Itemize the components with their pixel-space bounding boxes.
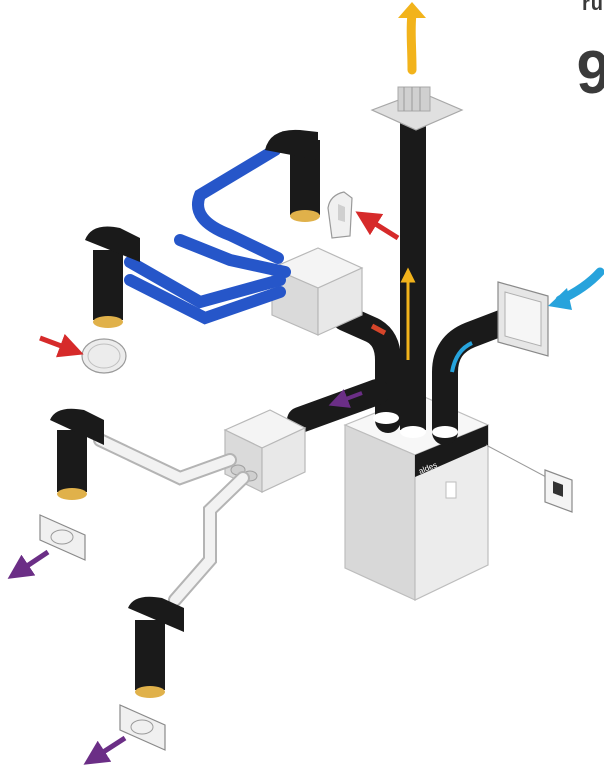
roof-terminal (370, 86, 464, 131)
extract-return-duct (332, 305, 401, 433)
extract-arrow-icon (355, 211, 400, 241)
extract-grille-left (81, 338, 127, 374)
corner-number-fragment: 9 (576, 39, 604, 106)
ventilation-unit: aldes (343, 394, 490, 601)
extract-duct-blue (124, 144, 291, 325)
exhaust-arrow-icon (398, 2, 426, 75)
supply-arrow-icon (83, 735, 127, 765)
supply-duct-white (93, 433, 250, 607)
wall-control-panel[interactable] (485, 444, 573, 513)
supply-main-duct (287, 379, 390, 433)
supply-riser-upper (50, 408, 104, 500)
exhaust-stack (400, 120, 426, 438)
supply-riser-lower (128, 596, 184, 698)
extract-grille-top (327, 191, 353, 239)
extract-arrow-icon (39, 333, 84, 358)
corner-heading-fragment: ru (582, 0, 604, 15)
supply-plenum-box (223, 409, 307, 493)
extract-riser-top (265, 129, 320, 222)
wall-grille-right (497, 281, 549, 357)
supply-arrow-icon (7, 549, 50, 579)
extract-riser-left (85, 226, 140, 328)
fresh-air-arrow-icon (548, 267, 604, 310)
supply-grille-lower (119, 704, 166, 751)
fresh-air-duct (432, 299, 543, 445)
supply-grille-upper (39, 514, 86, 561)
